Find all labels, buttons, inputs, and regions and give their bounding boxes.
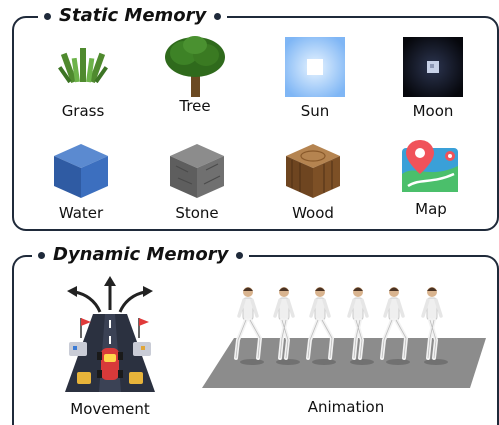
memory-item-sun: Sun	[260, 36, 370, 120]
walking-figure	[347, 287, 374, 365]
memory-item-wood: Wood	[258, 140, 368, 222]
sun-icon	[285, 37, 345, 97]
moon-icon	[403, 37, 463, 97]
title-dot-right	[214, 12, 222, 20]
memory-item-map: Map	[376, 134, 486, 218]
memory-item-animation: Animation	[200, 278, 492, 416]
title-dot-left	[38, 251, 45, 259]
water-icon	[54, 144, 108, 198]
dynamic-memory-title: Dynamic Memory	[32, 244, 250, 266]
memory-item-label: Moon	[412, 102, 454, 120]
walking-figure	[380, 287, 410, 365]
memory-item-moon: Moon	[378, 36, 488, 120]
grass-icon	[58, 48, 108, 84]
memory-item-movement: Movement	[52, 276, 168, 418]
dynamic-memory-panel	[12, 255, 499, 425]
wood-icon	[286, 144, 340, 198]
memory-item-stone: Stone	[142, 140, 252, 222]
static-memory-panel	[12, 16, 499, 231]
memory-item-label: Wood	[292, 204, 334, 222]
title-dot-left	[44, 12, 51, 20]
memory-item-label: Sun	[300, 102, 330, 120]
memory-item-grass: Grass	[28, 38, 138, 120]
tree-icon	[165, 36, 225, 97]
walking-figure	[421, 287, 448, 365]
walking-figure	[306, 287, 336, 365]
memory-item-label: Stone	[175, 204, 219, 222]
map-icon	[402, 140, 458, 192]
memory-item-water: Water	[26, 140, 136, 222]
stone-icon	[170, 144, 224, 198]
memory-item-label: Map	[415, 200, 447, 218]
memory-item-label: Grass	[61, 102, 105, 120]
memory-item-label: Tree	[179, 97, 211, 115]
movement-icon	[65, 276, 155, 392]
title-dot-right	[236, 251, 244, 259]
dynamic-memory-title-text: Dynamic Memory	[53, 244, 229, 265]
static-memory-title: Static Memory	[38, 5, 228, 27]
memory-item-label: Water	[58, 204, 104, 222]
static-memory-title-text: Static Memory	[59, 5, 207, 26]
walking-figure	[234, 287, 264, 365]
memory-item-label: Movement	[70, 400, 150, 418]
walking-figure	[273, 287, 300, 365]
memory-item-label: Animation	[307, 398, 385, 416]
memory-item-tree: Tree	[140, 33, 250, 115]
animation-icon	[202, 287, 486, 388]
